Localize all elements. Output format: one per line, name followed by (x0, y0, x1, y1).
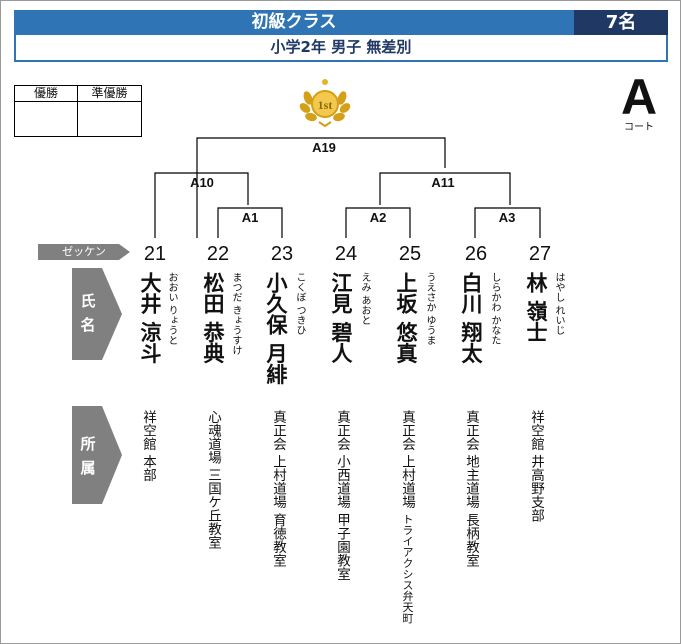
player-number: 23 (270, 243, 294, 265)
player-kana: うえさか ゆうま (424, 272, 435, 346)
participant-count: 7名 (574, 10, 668, 35)
runnerup-cell: 準優勝 (78, 86, 141, 136)
player-affiliation: 真正会 上村道場 トライアクシス弁天町 (399, 410, 415, 623)
class-title: 初級クラス (251, 12, 337, 32)
player-name: 大井 涼斗 (138, 272, 162, 364)
player-name: 白川 翔太 (459, 272, 483, 364)
player-number: 24 (334, 243, 358, 265)
name-tag-char-2: 名 (80, 316, 96, 334)
player-affiliation: 真正会 地主道場 長柄教室 (463, 410, 479, 568)
player-kana: しらかわ かなた (489, 272, 500, 346)
player-affiliation: 真正会 小西道場 甲子園教室 (334, 410, 350, 581)
court-letter: A (620, 69, 658, 125)
player-kana: まつだ きょうすけ (230, 272, 241, 356)
match-a3: A3 (498, 210, 516, 225)
player-number: 21 (143, 243, 167, 265)
match-a1: A1 (241, 210, 259, 225)
player-name: 江見 碧人 (329, 272, 353, 364)
player-number: 26 (464, 243, 488, 265)
player-name: 林 嶺士 (524, 272, 548, 343)
winners-table: 優勝 準優勝 (14, 85, 142, 137)
match-final: A19 (312, 140, 336, 155)
class-header: 初級クラス 7名 (14, 10, 668, 35)
player-number: 27 (528, 243, 552, 265)
player-name: 小久保 月緋 (264, 272, 288, 385)
zekken-label: ゼッケン (38, 244, 130, 260)
player-number: 25 (398, 243, 422, 265)
player-affiliation: 祥空館 本部 (140, 410, 156, 482)
player-name: 上坂 悠真 (394, 272, 418, 364)
player-name: 松田 恭典 (201, 272, 225, 364)
player-kana: こくぼ つきひ (294, 272, 305, 336)
match-semi-right: A11 (431, 175, 455, 190)
court-indicator: A コート (610, 72, 668, 134)
player-affiliation: 真正会 上村道場 育徳教室 (270, 410, 286, 568)
division-subtitle: 小学2年 男子 無差別 (14, 35, 668, 62)
champion-label: 優勝 (15, 86, 77, 102)
player-kana: はやし れいじ (553, 272, 564, 336)
match-a2: A2 (369, 210, 387, 225)
name-tag-char-1: 氏 (80, 292, 96, 310)
affiliation-main: 真正会 上村道場 (399, 410, 415, 509)
champion-cell: 優勝 (15, 86, 78, 136)
laurel-trophy-icon: 1st (297, 76, 353, 132)
player-number: 22 (206, 243, 230, 265)
affiliation-sub: トライアクシス弁天町 (401, 513, 414, 624)
affiliation-tag-char-2: 属 (80, 459, 96, 477)
player-affiliation: 祥空館 井高野支部 (528, 410, 544, 523)
player-kana: おおい りょうと (166, 272, 177, 346)
player-affiliation: 心魂道場 三国ケ丘教室 (205, 410, 221, 550)
court-label: コート (624, 122, 654, 133)
trophy-text: 1st (318, 98, 333, 112)
player-kana: えみ あおと (359, 272, 370, 326)
affiliation-tag-char-1: 所 (80, 435, 96, 453)
runnerup-label: 準優勝 (78, 86, 141, 102)
match-semi-left: A10 (190, 175, 214, 190)
